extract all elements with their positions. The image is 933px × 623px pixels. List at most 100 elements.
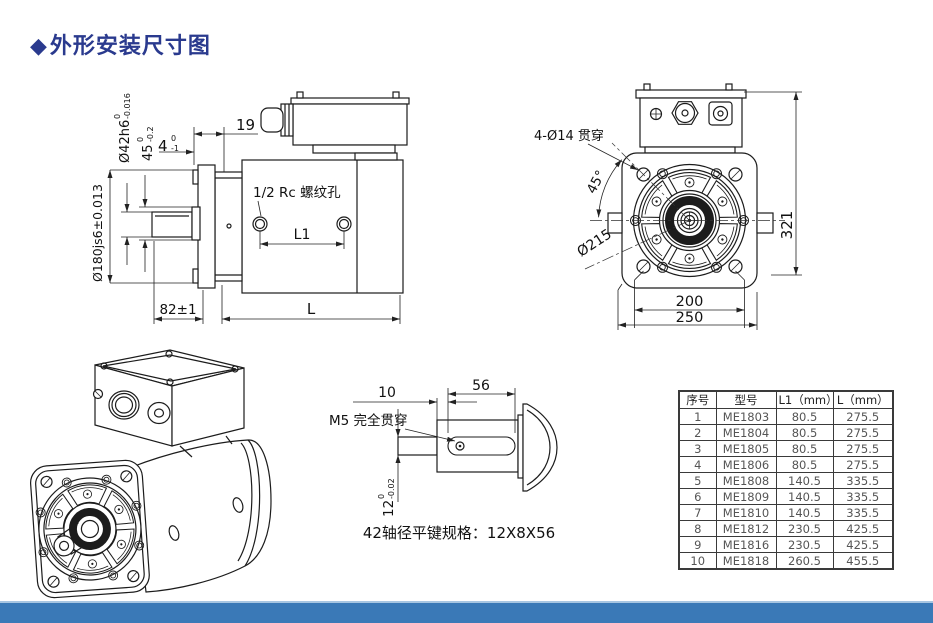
- svg-text:0: 0: [136, 137, 145, 142]
- dim-l-label: L: [307, 300, 316, 318]
- dim-56-label: 56: [472, 378, 490, 394]
- isometric-view-drawing: [30, 349, 272, 599]
- svg-text:321: 321: [778, 211, 796, 240]
- cell-l: 335.5: [832, 472, 894, 489]
- svg-text:Ø42h6: Ø42h6: [118, 120, 133, 163]
- cell-l1: 140.5: [775, 488, 834, 505]
- dim-19-label: 19: [236, 116, 255, 134]
- diamond-icon: ◆: [30, 34, 48, 59]
- cell-model: ME1806: [715, 456, 777, 473]
- cell-l: 275.5: [832, 440, 894, 457]
- cell-index: 1: [678, 408, 717, 425]
- col-header-l1: L1（mm）: [775, 390, 834, 409]
- cell-model: ME1816: [715, 536, 777, 553]
- svg-text:0: 0: [377, 494, 386, 499]
- col-header-index: 序号: [678, 390, 717, 409]
- shaft-diameter-label: Ø42h6 0 -0.016: [113, 93, 133, 163]
- cell-model: ME1805: [715, 440, 777, 457]
- svg-text:45°: 45°: [584, 168, 609, 197]
- svg-text:-0.2: -0.2: [146, 126, 155, 142]
- cell-l: 335.5: [832, 488, 894, 505]
- cell-l1: 140.5: [775, 472, 834, 489]
- dim-4-tol-up: 0: [171, 134, 176, 143]
- dim-10-label: 10: [378, 385, 396, 401]
- cell-l: 275.5: [832, 424, 894, 441]
- m5-through-label: M5 完全贯穿: [329, 412, 408, 429]
- dim-12-label: 12 0 -0.02: [377, 478, 397, 517]
- col-header-model: 型号: [715, 390, 777, 409]
- thread-hole-label: 1/2 Rc 螺纹孔: [253, 185, 341, 201]
- cell-l1: 260.5: [775, 552, 834, 570]
- cell-index: 3: [678, 440, 717, 457]
- flange-diameter-label: Ø180js6±0.013: [90, 184, 105, 282]
- through-holes-label: 4-Ø14 贯穿: [534, 128, 604, 144]
- dim-4-tol-dn: -1: [171, 144, 179, 153]
- keyway-spec-caption: 42轴径平键规格：12X8X56: [363, 524, 555, 542]
- cell-l1: 80.5: [775, 440, 834, 457]
- front-dimension-lines: [587, 91, 802, 330]
- shaft-detail-drawing: M5 完全贯穿 10 56 12 0 -0.02 42轴径平键规格：12X8X5…: [329, 378, 558, 542]
- page-title-text: 外形安装尺寸图: [49, 34, 211, 59]
- front-centerlines: [584, 142, 785, 270]
- cell-l: 275.5: [832, 408, 894, 425]
- dim-250-label: 250: [676, 310, 704, 326]
- side-dimension-lines: [107, 127, 401, 324]
- svg-text:45: 45: [141, 144, 156, 161]
- cell-index: 4: [678, 456, 717, 473]
- footer-bar: [0, 601, 933, 623]
- dim-200-label: 200: [676, 294, 704, 310]
- svg-text:-0.02: -0.02: [387, 478, 396, 499]
- front-view-drawing: 4-Ø14 贯穿 45° Ø215 321 200 250: [534, 83, 802, 330]
- cell-index: 6: [678, 488, 717, 505]
- cell-model: ME1803: [715, 408, 777, 425]
- side-view-drawing: Ø42h6 0 -0.016 45 0 -0.2 Ø180js6±0.013 1…: [90, 91, 410, 324]
- cell-l1: 80.5: [775, 424, 834, 441]
- svg-text:Ø180js6±0.013: Ø180js6±0.013: [90, 184, 105, 282]
- shaft-outline: [397, 403, 558, 492]
- cell-index: 2: [678, 424, 717, 441]
- svg-text:12: 12: [381, 500, 397, 517]
- cell-index: 7: [678, 504, 717, 521]
- cell-index: 5: [678, 472, 717, 489]
- motor-side-outline: [151, 91, 410, 294]
- shoulder-diameter-label: 45 0 -0.2: [136, 126, 156, 161]
- cell-l1: 140.5: [775, 504, 834, 521]
- cell-l: 455.5: [832, 552, 894, 570]
- cell-l: 425.5: [832, 520, 894, 537]
- col-header-l: L（mm）: [832, 390, 894, 409]
- dim-82-label: 82±1: [159, 302, 196, 318]
- cell-l1: 80.5: [775, 408, 834, 425]
- cell-index: 10: [678, 552, 717, 570]
- dim-4-label: 4: [158, 137, 168, 155]
- cell-l: 425.5: [832, 536, 894, 553]
- table-header-row: 序号 型号 L1（mm） L（mm）: [678, 390, 894, 409]
- cell-l1: 80.5: [775, 456, 834, 473]
- svg-text:-0.016: -0.016: [123, 93, 132, 119]
- page-title: ◆外形安装尺寸图: [30, 28, 211, 60]
- dim-l1-label: L1: [294, 227, 311, 243]
- cell-model: ME1812: [715, 520, 777, 537]
- cell-l1: 230.5: [775, 520, 834, 537]
- cell-l: 275.5: [832, 456, 894, 473]
- cell-l1: 230.5: [775, 536, 834, 553]
- angle-45-label: 45°: [584, 168, 609, 197]
- motor-3d-junction-box: [92, 349, 245, 458]
- cell-model: ME1810: [715, 504, 777, 521]
- cell-index: 8: [678, 520, 717, 537]
- svg-text:Ø215: Ø215: [574, 226, 614, 260]
- motor-3d-body: [131, 439, 272, 593]
- svg-text:0: 0: [113, 114, 122, 119]
